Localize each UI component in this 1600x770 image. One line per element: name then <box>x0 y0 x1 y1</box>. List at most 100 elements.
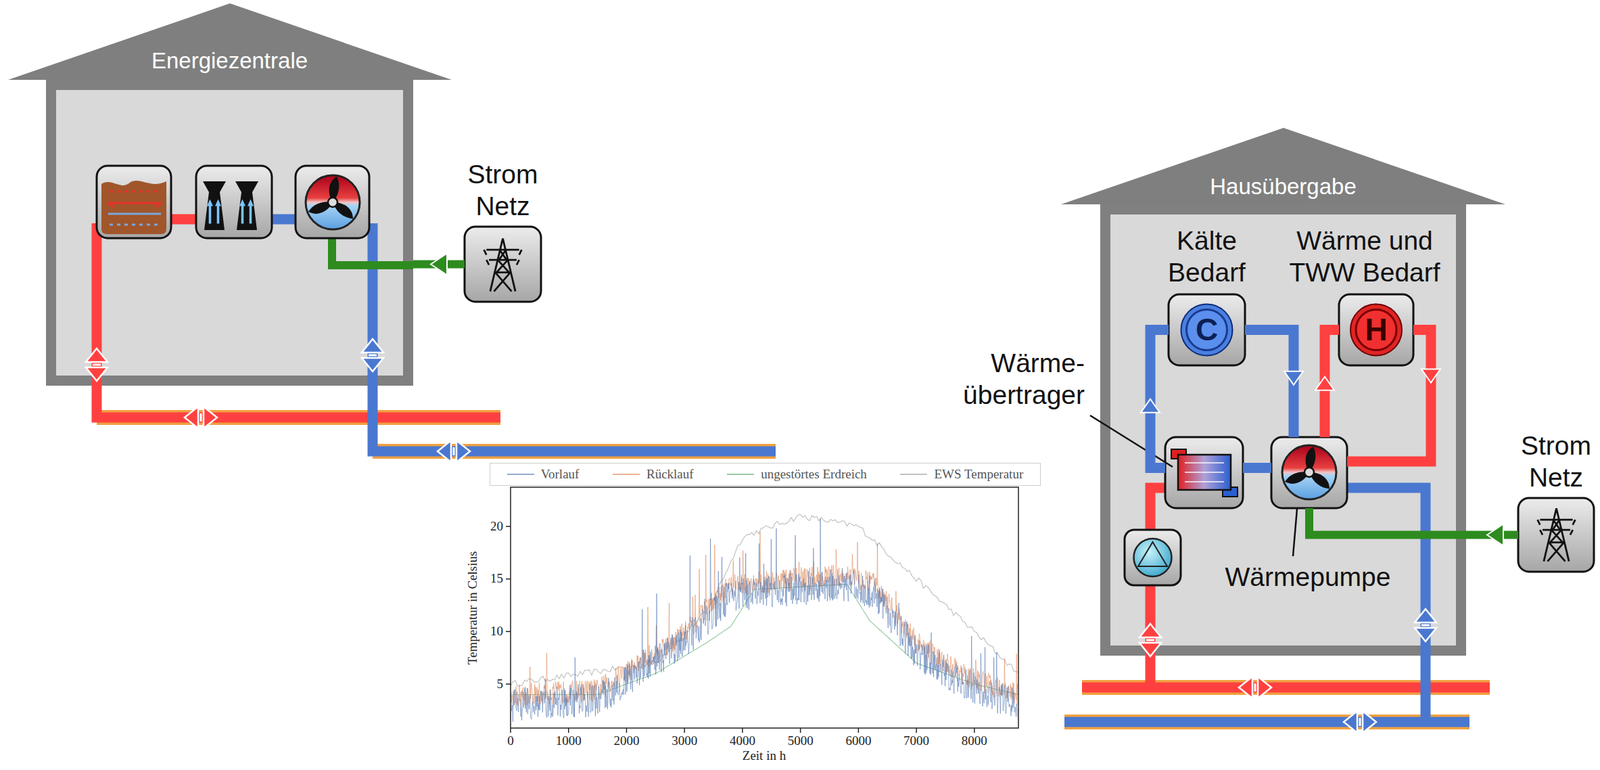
component-label: Wärmepumpe <box>1206 561 1410 594</box>
icon-box <box>1124 529 1181 585</box>
two-way-flow-marker <box>85 338 1437 733</box>
pipe-connector <box>1244 330 1304 438</box>
grid-connection-node: Strom Netz <box>1518 497 1594 572</box>
demand-label: Kälte Bedarf <box>1153 225 1262 289</box>
district-pipes <box>372 223 776 452</box>
axis-tick <box>505 683 511 685</box>
tick-label: 2000 <box>613 733 640 749</box>
legend-text: ungestörtes Erdreich <box>760 466 867 482</box>
cooling-demand-node: Kälte BedarfC <box>1168 294 1245 366</box>
cooling-tower-symbol <box>247 199 254 224</box>
district-pipes <box>171 214 197 225</box>
axis-tick <box>858 727 860 733</box>
district-pipes <box>1150 487 1166 688</box>
heat-pump-node: Wärmepumpe <box>1271 436 1348 508</box>
axis-tick <box>973 727 976 733</box>
heat-pump-symbol <box>305 175 360 230</box>
icon-box <box>196 165 272 239</box>
pipe-line <box>1244 330 1294 438</box>
pipe-line <box>1150 330 1169 468</box>
flow-arrowhead <box>1284 371 1304 385</box>
grid-label: Strom Netz <box>462 158 544 223</box>
legend-text: Rücklauf <box>646 466 694 482</box>
ground-storage-symbol <box>109 190 161 193</box>
district-pipes <box>96 223 501 418</box>
axis-tick <box>505 630 511 633</box>
legend-text: EWS Temperatur <box>933 466 1024 482</box>
icon-box <box>1168 294 1245 366</box>
cooling-tower-symbol <box>202 181 226 230</box>
legend-item: ungestörtes Erdreich <box>726 466 867 482</box>
cooling-tower-symbol <box>235 181 259 230</box>
circulation-pump-symbol <box>1134 538 1172 577</box>
axis-tick <box>683 727 686 733</box>
tick-label: 15 <box>490 570 504 587</box>
legend-sample <box>900 470 928 478</box>
two-way-flow-marker <box>437 440 470 462</box>
legend-sample-line <box>507 473 535 475</box>
grid-label: Strom Netz <box>1515 430 1597 494</box>
two-way-flow-marker <box>1238 676 1272 698</box>
ground-storage-symbol <box>108 213 161 216</box>
heat-exchanger-symbol <box>1184 462 1225 482</box>
axis-tick <box>505 525 511 527</box>
cooling-tower-symbol <box>206 199 214 224</box>
tick-label: 10 <box>490 623 504 640</box>
two-way-flow-marker <box>361 338 384 372</box>
building-energiezentrale <box>56 89 404 376</box>
tick-label: 7000 <box>903 733 930 749</box>
leader-line <box>1090 415 1173 467</box>
flow-arrowhead <box>1315 376 1335 391</box>
legend-sample <box>612 470 640 478</box>
tick-label: 20 <box>490 518 504 535</box>
two-way-flow-marker <box>1343 710 1377 733</box>
two-way-flow-marker <box>1414 608 1437 642</box>
tick-label: 1000 <box>555 733 582 749</box>
heat-pump-symbol <box>305 175 1337 500</box>
axis-tick <box>741 727 744 733</box>
leader-line <box>1090 415 1298 556</box>
tick-label: 5 <box>497 676 504 692</box>
icon-box <box>1338 294 1414 366</box>
ground-storage-symbol <box>108 202 161 207</box>
pipe-connector <box>413 253 465 276</box>
building-hausuebergabe <box>1110 214 1456 646</box>
two-way-flow-marker <box>1139 623 1162 656</box>
tick-label: 6000 <box>845 733 872 749</box>
legend-sample-line <box>900 473 928 475</box>
legend-text: Vorlauf <box>540 466 580 482</box>
icon-box <box>1271 436 1348 508</box>
pipe-connector <box>1242 467 1272 468</box>
flow-arrowhead <box>1140 398 1160 413</box>
chart <box>505 486 1019 733</box>
district-pipes <box>332 238 414 266</box>
axis-title: Temperatur in Celsius <box>465 550 482 665</box>
legend-sample <box>507 470 535 478</box>
flow-arrowhead <box>430 253 447 276</box>
ground-storage-symbol <box>101 180 167 234</box>
heat-exchanger-symbol <box>1178 454 1231 490</box>
tick-label: 4000 <box>729 733 756 749</box>
pipe-connector <box>1347 330 1441 462</box>
icon-box <box>295 165 370 239</box>
tick-label: 8000 <box>961 733 988 749</box>
temperature-curve <box>511 513 1018 686</box>
tick-label: 0 <box>507 733 514 749</box>
demand-letter: H <box>1338 294 1414 366</box>
cooling-tower-symbol <box>215 199 222 224</box>
grid-connection-node: Strom Netz <box>464 226 541 302</box>
legend-sample-line <box>726 473 755 475</box>
chart <box>510 486 1019 728</box>
axis-tick <box>626 727 628 733</box>
legend-item: EWS Temperatur <box>900 466 1024 482</box>
pipe-line <box>1309 507 1519 535</box>
legend-item: Vorlauf <box>507 466 580 482</box>
district-pipes <box>1347 487 1426 722</box>
leader-line <box>1292 508 1298 556</box>
power-pylon-symbol <box>1537 507 1576 561</box>
chart-legend: Vorlauf Rücklauf ungestörtes Erdreich EWS T… <box>489 462 1041 486</box>
icon-box <box>464 226 541 302</box>
heat-demand-node: Wärme und TWW BedarfH <box>1338 294 1414 366</box>
